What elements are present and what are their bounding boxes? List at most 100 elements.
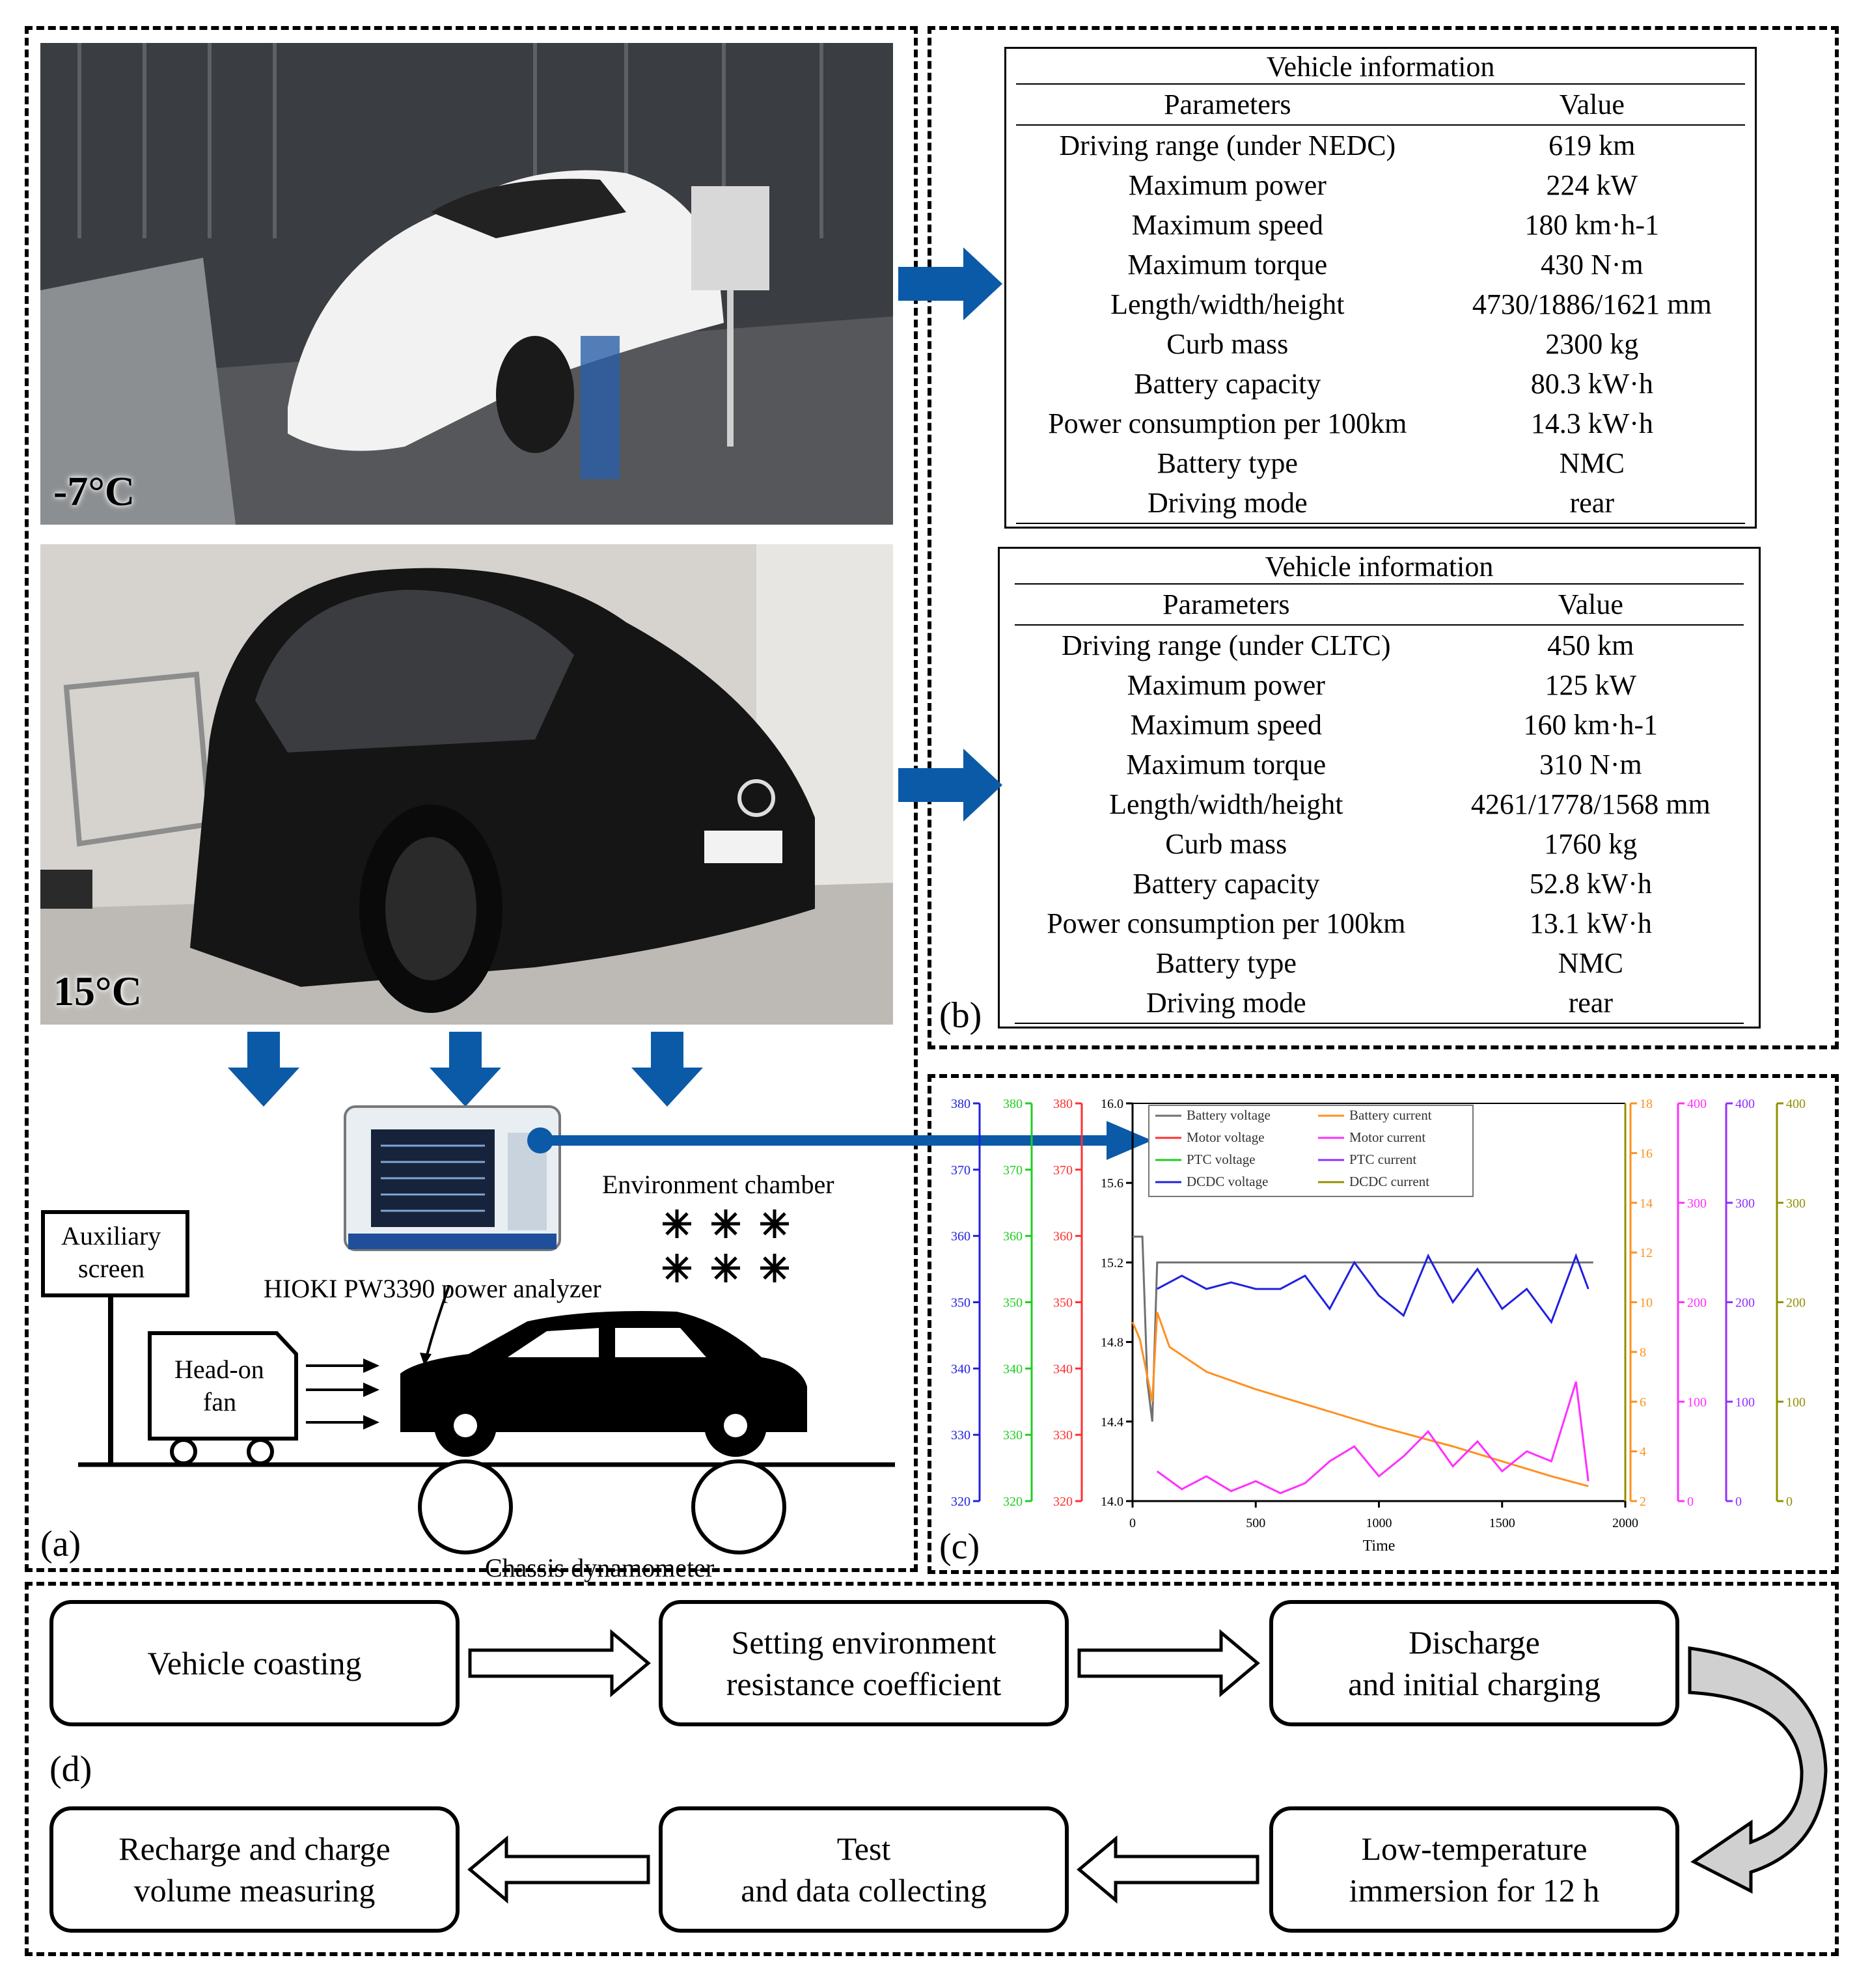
vehicle-info-table-2: Vehicle information Parameters Value Dri…	[998, 547, 1761, 1029]
legend-label: Battery voltage	[1187, 1107, 1271, 1123]
photo-cold-vehicle-art	[40, 43, 893, 525]
flow-step-text: Setting environment	[731, 1624, 997, 1661]
legend-label: PTC current	[1349, 1152, 1416, 1167]
table-cell: NMC	[1558, 947, 1623, 979]
y-tick-label: 400	[1735, 1097, 1755, 1111]
x-tick-label: 500	[1246, 1516, 1265, 1530]
vehicle-info-grid-1: Parameters Value Driving range (under NE…	[1016, 83, 1745, 524]
y-tick-label: 330	[1053, 1428, 1073, 1443]
panel-label-a: (a)	[40, 1524, 81, 1564]
panel-label-d: (d)	[49, 1749, 92, 1789]
y-tick-label: 14	[1640, 1196, 1653, 1211]
table-cell: Curb mass	[1166, 328, 1289, 360]
y-tick-label: 16	[1640, 1146, 1653, 1161]
dynamometer-roller-icon	[418, 1459, 513, 1554]
y-tick-label: 360	[1053, 1230, 1073, 1244]
fan-cart-icon	[148, 1331, 298, 1465]
y-tick-label: 200	[1735, 1296, 1755, 1310]
x-tick-label: 0	[1129, 1516, 1136, 1530]
y-tick-label: 14.4	[1101, 1415, 1123, 1429]
snowflake-icon	[711, 1254, 740, 1282]
y-tick-label: 18	[1640, 1097, 1653, 1111]
connector-dot-icon	[527, 1127, 553, 1153]
table-cell: 80.3 kW·h	[1530, 368, 1653, 400]
y-tick-label: 370	[951, 1163, 970, 1178]
y-tick-label: 350	[1053, 1296, 1073, 1310]
table-row: Driving range (under CLTC)450 km	[1015, 625, 1744, 665]
flow-step-text: Recharge and charge	[118, 1830, 391, 1867]
legend-label: DCDC current	[1349, 1174, 1429, 1189]
table-cell: 4261/1778/1568 mm	[1470, 788, 1711, 820]
y-tick-label: 200	[1687, 1296, 1707, 1310]
auxiliary-screen-label-line1: Auxiliary	[61, 1221, 161, 1250]
y-tick-label: 100	[1687, 1395, 1707, 1409]
arrows-to-tables	[898, 247, 1002, 821]
table-cell: 450 km	[1547, 629, 1634, 661]
auxiliary-screen-box	[41, 1210, 189, 1297]
y-tick-label: 340	[951, 1362, 970, 1376]
panel-b-frame	[928, 26, 1839, 1049]
y-tick-label: 300	[1735, 1196, 1755, 1211]
y-tick-label: 400	[1687, 1097, 1707, 1111]
vehicle-info-grid-2: Parameters Value Driving range (under CL…	[1015, 583, 1744, 1024]
car-silhouette-icon	[400, 1311, 807, 1457]
table-cell: Maximum torque	[1126, 749, 1327, 780]
photo-mild-vehicle: 15°C	[40, 544, 893, 1025]
table-cell: Maximum power	[1127, 669, 1325, 701]
x-tick-label: 1000	[1366, 1516, 1392, 1530]
arrow-right-icon	[1107, 1121, 1152, 1160]
table-cell: 14.3 kW·h	[1530, 407, 1653, 439]
y-tick-label: 0	[1687, 1495, 1694, 1509]
table-cell: 1760 kg	[1544, 828, 1638, 860]
y-tick-label: 10	[1640, 1296, 1653, 1310]
y-tick-label: 16.0	[1101, 1097, 1123, 1111]
series-line	[1131, 1312, 1589, 1487]
arrow-down-icon	[228, 1032, 299, 1107]
flow-arrow-right-icon	[1077, 1629, 1260, 1698]
snowflake-icon	[760, 1209, 789, 1238]
legend-label: PTC voltage	[1187, 1152, 1256, 1167]
legend-label: DCDC voltage	[1187, 1174, 1268, 1189]
y-tick-label: 350	[951, 1296, 970, 1310]
arrow-right-icon	[898, 247, 1002, 320]
y-tick-label: 360	[1003, 1230, 1023, 1244]
y-tick-label: 12	[1640, 1246, 1653, 1260]
y-tick-label: 300	[1687, 1196, 1707, 1211]
y-tick-label: 370	[1003, 1163, 1023, 1178]
y-tick-label: 14.8	[1101, 1336, 1123, 1350]
environment-chamber-label: Environment chamber	[602, 1170, 834, 1199]
table-cell: 619 km	[1548, 130, 1636, 161]
panel-c-frame	[928, 1074, 1839, 1574]
table-cell: Maximum speed	[1130, 709, 1323, 741]
y-tick-label: 200	[1786, 1296, 1806, 1310]
table-header-parameters: Parameters	[1015, 583, 1438, 626]
x-tick-label: 1500	[1489, 1516, 1515, 1530]
y-tick-label: 340	[1053, 1362, 1073, 1376]
legend-label: Motor current	[1349, 1129, 1425, 1145]
table-cell: Battery type	[1155, 947, 1297, 979]
y-tick-label: 380	[1003, 1097, 1023, 1111]
y-tick-label: 6	[1640, 1395, 1646, 1409]
y-tick-label: 330	[951, 1428, 970, 1443]
table-cell: Driving mode	[1015, 983, 1438, 1024]
arrow-right-icon	[898, 749, 1002, 821]
table-cell: Maximum torque	[1127, 249, 1328, 281]
flow-step-vehicle-coasting: Vehicle coasting	[49, 1600, 460, 1726]
table-cell: rear	[1437, 983, 1744, 1024]
y-tick-label: 15.6	[1101, 1176, 1123, 1191]
series-line	[1156, 1381, 1589, 1495]
table-cell: Maximum speed	[1131, 209, 1324, 241]
table-cell: rear	[1438, 483, 1745, 524]
